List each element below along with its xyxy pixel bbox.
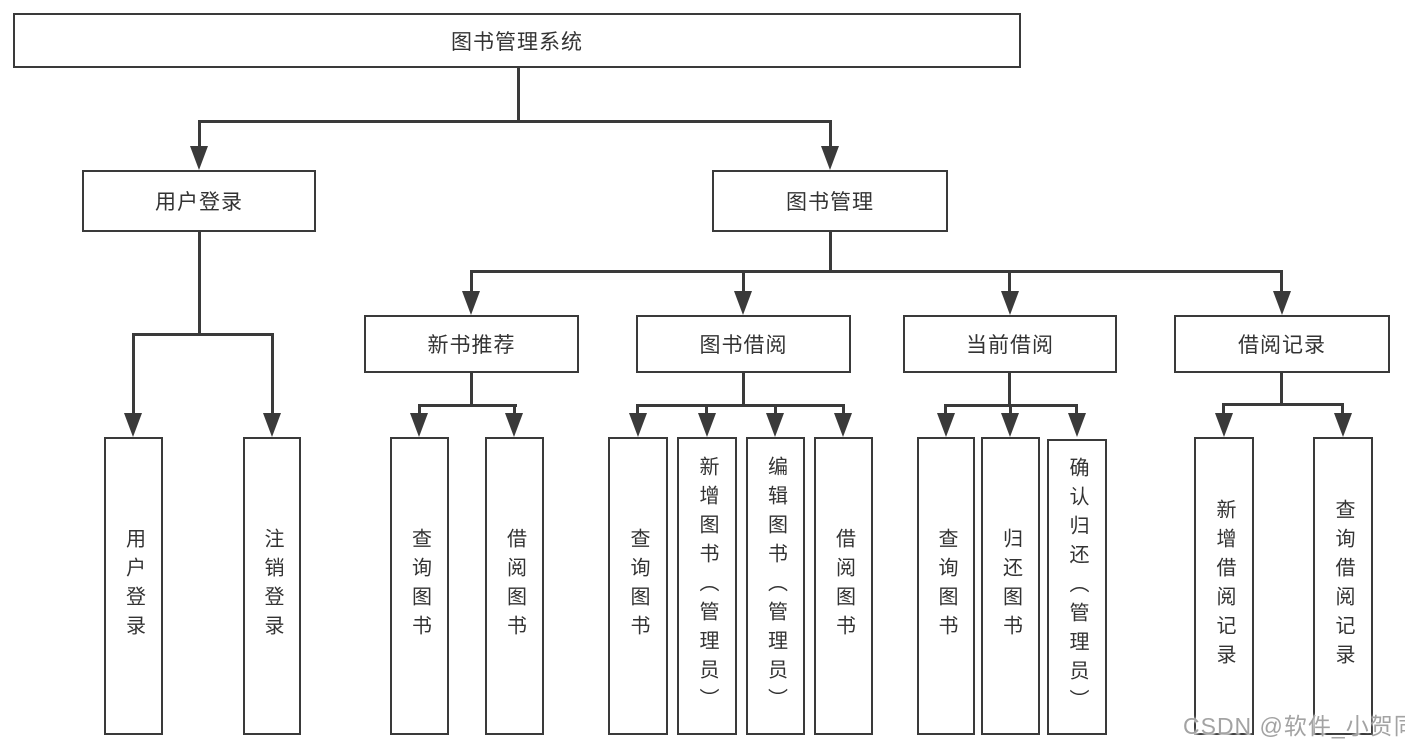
connector-line (636, 404, 639, 414)
arrow-down-icon (629, 413, 647, 437)
node-label: 注销登录 (261, 528, 283, 644)
connector-line (271, 333, 274, 415)
arrow-down-icon (505, 413, 523, 437)
node-label: 借阅记录 (1238, 334, 1326, 357)
node-label: 查询图书 (627, 528, 649, 644)
arrow-down-icon (834, 413, 852, 437)
arrow-down-icon (1215, 413, 1233, 437)
node-label: 图书借阅 (699, 334, 788, 357)
node-book-borrowing: 图书借阅 (636, 315, 851, 373)
connector-line (944, 404, 947, 414)
node-label: 新增借阅记录 (1213, 499, 1235, 673)
node-label: 图书管理 (786, 191, 874, 214)
node-user-login: 用户登录 (82, 170, 316, 232)
connector-line (132, 333, 274, 336)
arrow-down-icon (190, 146, 208, 170)
connector-line (517, 66, 520, 122)
arrow-down-icon (410, 413, 428, 437)
node-label: 新增图书（管理员） (696, 455, 718, 717)
node-label: 编辑图书（管理员） (764, 455, 787, 717)
leaf-confirm-return-admin: 确认归还（管理员） (1047, 439, 1107, 735)
node-label: 当前借阅 (966, 334, 1054, 357)
leaf-query-books: 查询图书 (917, 437, 975, 735)
leaf-add-borrow-record: 新增借阅记录 (1194, 437, 1254, 735)
arrow-down-icon (1001, 291, 1019, 315)
connector-line (1280, 373, 1283, 406)
watermark-text: CSDN @软件_小贺同学 (1183, 713, 1405, 739)
connector-line (198, 120, 201, 150)
arrow-down-icon (1334, 413, 1352, 437)
connector-line (418, 404, 517, 407)
arrow-down-icon (821, 146, 839, 170)
node-label: 确认归还（管理员） (1066, 456, 1088, 718)
node-borrowing-records: 借阅记录 (1174, 315, 1390, 373)
node-label: 借阅图书 (503, 528, 526, 644)
connector-line (1341, 403, 1344, 414)
leaf-query-books: 查询图书 (390, 437, 449, 735)
connector-line (418, 404, 421, 414)
connector-line (774, 404, 777, 414)
arrow-down-icon (124, 413, 142, 437)
connector-line (470, 371, 473, 407)
connector-line (470, 270, 1283, 273)
node-label: 查询图书 (935, 528, 957, 644)
leaf-edit-books-admin: 编辑图书（管理员） (746, 437, 805, 735)
node-label: 图书管理系统 (451, 30, 583, 54)
connector-line (1280, 270, 1283, 294)
connector-line (829, 230, 832, 273)
connector-line (705, 404, 708, 414)
node-label: 新书推荐 (427, 334, 516, 357)
node-label: 归还图书 (999, 528, 1022, 644)
connector-line (742, 270, 745, 294)
arrow-down-icon (937, 413, 955, 437)
connector-line (132, 333, 135, 415)
connector-line (636, 404, 844, 407)
leaf-query-borrow-record: 查询借阅记录 (1313, 437, 1373, 735)
connector-line (842, 404, 845, 414)
arrow-down-icon (1273, 291, 1291, 315)
leaf-add-books-admin: 新增图书（管理员） (677, 437, 737, 735)
connector-line (1008, 371, 1011, 407)
arrow-down-icon (766, 413, 784, 437)
leaf-borrow-books: 借阅图书 (485, 437, 544, 735)
connector-line (1222, 403, 1343, 406)
connector-line (742, 371, 745, 407)
leaf-borrow-books: 借阅图书 (814, 437, 873, 735)
arrow-down-icon (263, 413, 281, 437)
leaf-return-books: 归还图书 (981, 437, 1040, 735)
leaf-user-login: 用户登录 (104, 437, 163, 735)
node-library-management-system: 图书管理系统 (13, 13, 1021, 68)
connector-line (470, 270, 473, 294)
connector-line (1222, 403, 1225, 414)
connector-line (513, 404, 516, 414)
connector-line (198, 230, 201, 335)
connector-line (198, 120, 832, 123)
arrow-down-icon (734, 291, 752, 315)
node-book-management: 图书管理 (712, 170, 948, 232)
connector-line (1008, 270, 1011, 294)
node-label: 用户登录 (122, 528, 145, 644)
node-label: 用户登录 (155, 191, 243, 214)
leaf-logout: 注销登录 (243, 437, 301, 735)
arrow-down-icon (698, 413, 716, 437)
connector-line (1075, 404, 1078, 414)
arrow-down-icon (1001, 413, 1019, 437)
arrow-down-icon (1068, 413, 1086, 437)
node-label: 查询图书 (408, 528, 431, 644)
node-label: 查询借阅记录 (1332, 499, 1354, 673)
connector-line (829, 120, 832, 150)
arrow-down-icon (462, 291, 480, 315)
leaf-query-books: 查询图书 (608, 437, 668, 735)
node-new-book-recommendation: 新书推荐 (364, 315, 579, 373)
node-label: 借阅图书 (832, 528, 855, 644)
node-current-borrowing: 当前借阅 (903, 315, 1117, 373)
connector-line (1009, 404, 1012, 414)
